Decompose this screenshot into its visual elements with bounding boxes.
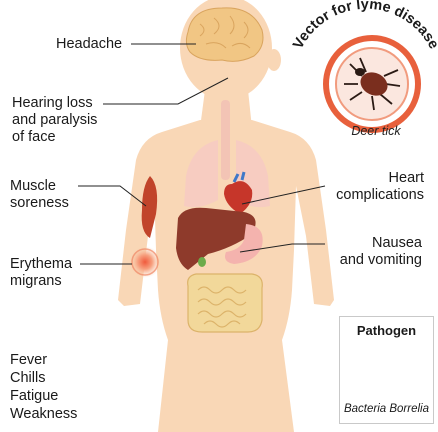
pathogen-panel: Pathogen Bacteria Borrelia: [339, 316, 434, 424]
label-heart-complications: Heart complications: [326, 170, 424, 204]
erythema-rash: [129, 246, 161, 278]
intestines: [188, 274, 263, 332]
symptom-weakness: Weakness: [10, 405, 77, 423]
label-hearing-loss-line-3: of face: [12, 129, 97, 146]
symptom-fatigue: Fatigue: [10, 387, 77, 405]
label-erythema-line-1: Erythema: [10, 256, 72, 273]
label-nausea-line-1: Nausea: [326, 235, 422, 252]
label-headache: Headache: [56, 36, 122, 53]
label-muscle-line-2: soreness: [10, 195, 69, 212]
label-nausea-line-2: and vomiting: [326, 252, 422, 269]
deer-tick-caption: Deer tick: [340, 124, 412, 138]
label-hearing-loss-line-2: and paralysis: [12, 112, 97, 129]
label-hearing-loss: Hearing loss and paralysis of face: [12, 95, 97, 146]
label-muscle-line-1: Muscle: [10, 178, 69, 195]
label-erythema-line-2: migrans: [10, 273, 72, 290]
label-heart-line-2: complications: [326, 187, 424, 204]
pathogen-title: Pathogen: [340, 323, 433, 338]
label-hearing-loss-line-1: Hearing loss: [12, 95, 97, 112]
deer-tick-badge: [326, 38, 418, 130]
symptom-chills: Chills: [10, 369, 77, 387]
label-muscle-soreness: Muscle soreness: [10, 178, 69, 212]
label-nausea-vomiting: Nausea and vomiting: [326, 235, 422, 269]
trachea: [221, 100, 230, 180]
brain: [186, 8, 263, 61]
gallbladder: [198, 257, 206, 267]
pathogen-name: Bacteria Borrelia: [340, 403, 433, 415]
symptom-fever: Fever: [10, 351, 77, 369]
general-symptoms-list: Fever Chills Fatigue Weakness: [10, 351, 77, 423]
label-heart-line-1: Heart: [326, 170, 424, 187]
label-erythema-migrans: Erythema migrans: [10, 256, 72, 290]
